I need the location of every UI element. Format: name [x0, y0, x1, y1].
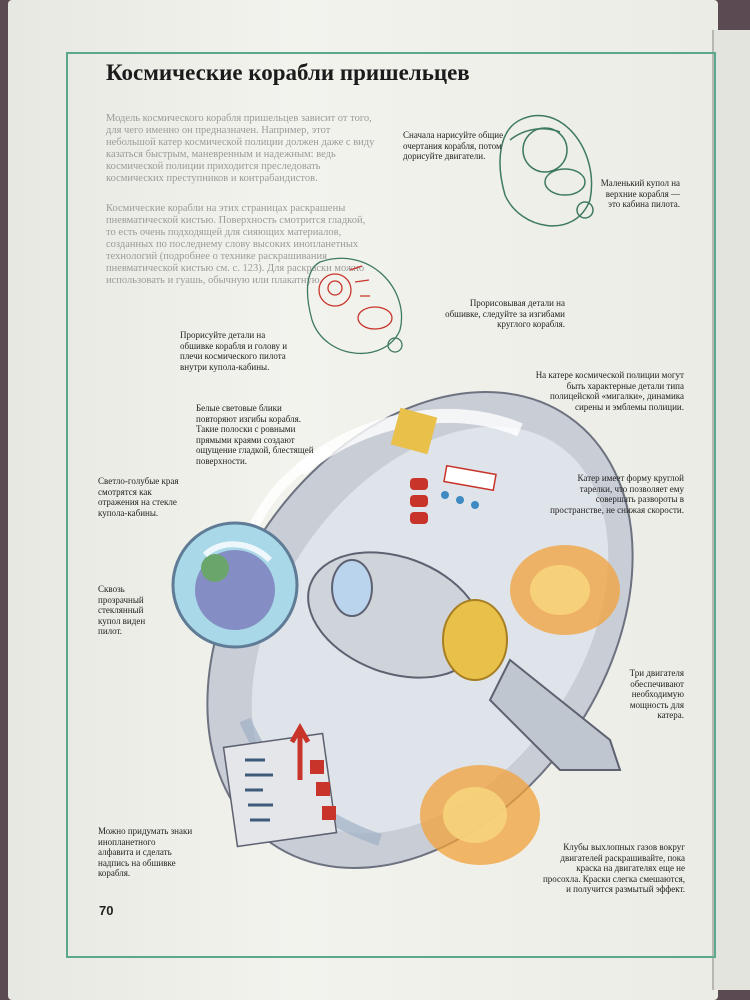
annotation-draw-details-hull: Прорисовывая детали на обшивке, следуйте… [445, 298, 565, 329]
annotation-small-dome: Маленький купол на верхние корабля — это… [600, 178, 680, 209]
annotation-three-engines: Три двигателя обеспечивают необходимую м… [629, 668, 684, 720]
annotation-sketch-first: Сначала нарисуйте общие очертания корабл… [403, 130, 504, 161]
intro-paragraph-1: Модель космического корабля пришельцев з… [106, 113, 375, 184]
page-number: 70 [99, 903, 114, 918]
intro-paragraph-2: Космические корабли на этих страницах ра… [106, 203, 366, 286]
main-spaceship [171, 391, 634, 869]
annotation-white-highlights: Белые световые блики повторяют изгибы ко… [196, 403, 314, 466]
annotation-alien-alphabet: Можно придумать знаки инопланетного алфа… [98, 826, 193, 878]
next-page-edge [712, 30, 750, 990]
annotation-details-head: Прорисуйте детали на обшивке корабля и г… [180, 330, 288, 372]
annotation-exhaust-clouds: Клубы выхлопных газов вокруг двигателей … [542, 842, 685, 894]
page-frame [66, 52, 716, 958]
annotation-round-plate: Катер имеет форму круглой тарелки, что п… [550, 473, 684, 515]
page-title: Космические корабли пришельцев [106, 60, 470, 85]
annotation-through-dome: Сквозь прозрачный стеклянный купол виден… [98, 584, 146, 636]
annotation-light-blue-edges: Светло-голубые края смотрятся как отраже… [98, 476, 179, 518]
annotation-police-details: На катере космической полиции могут быть… [535, 370, 684, 412]
detail-sketch [306, 257, 403, 354]
outline-sketch [499, 114, 594, 227]
